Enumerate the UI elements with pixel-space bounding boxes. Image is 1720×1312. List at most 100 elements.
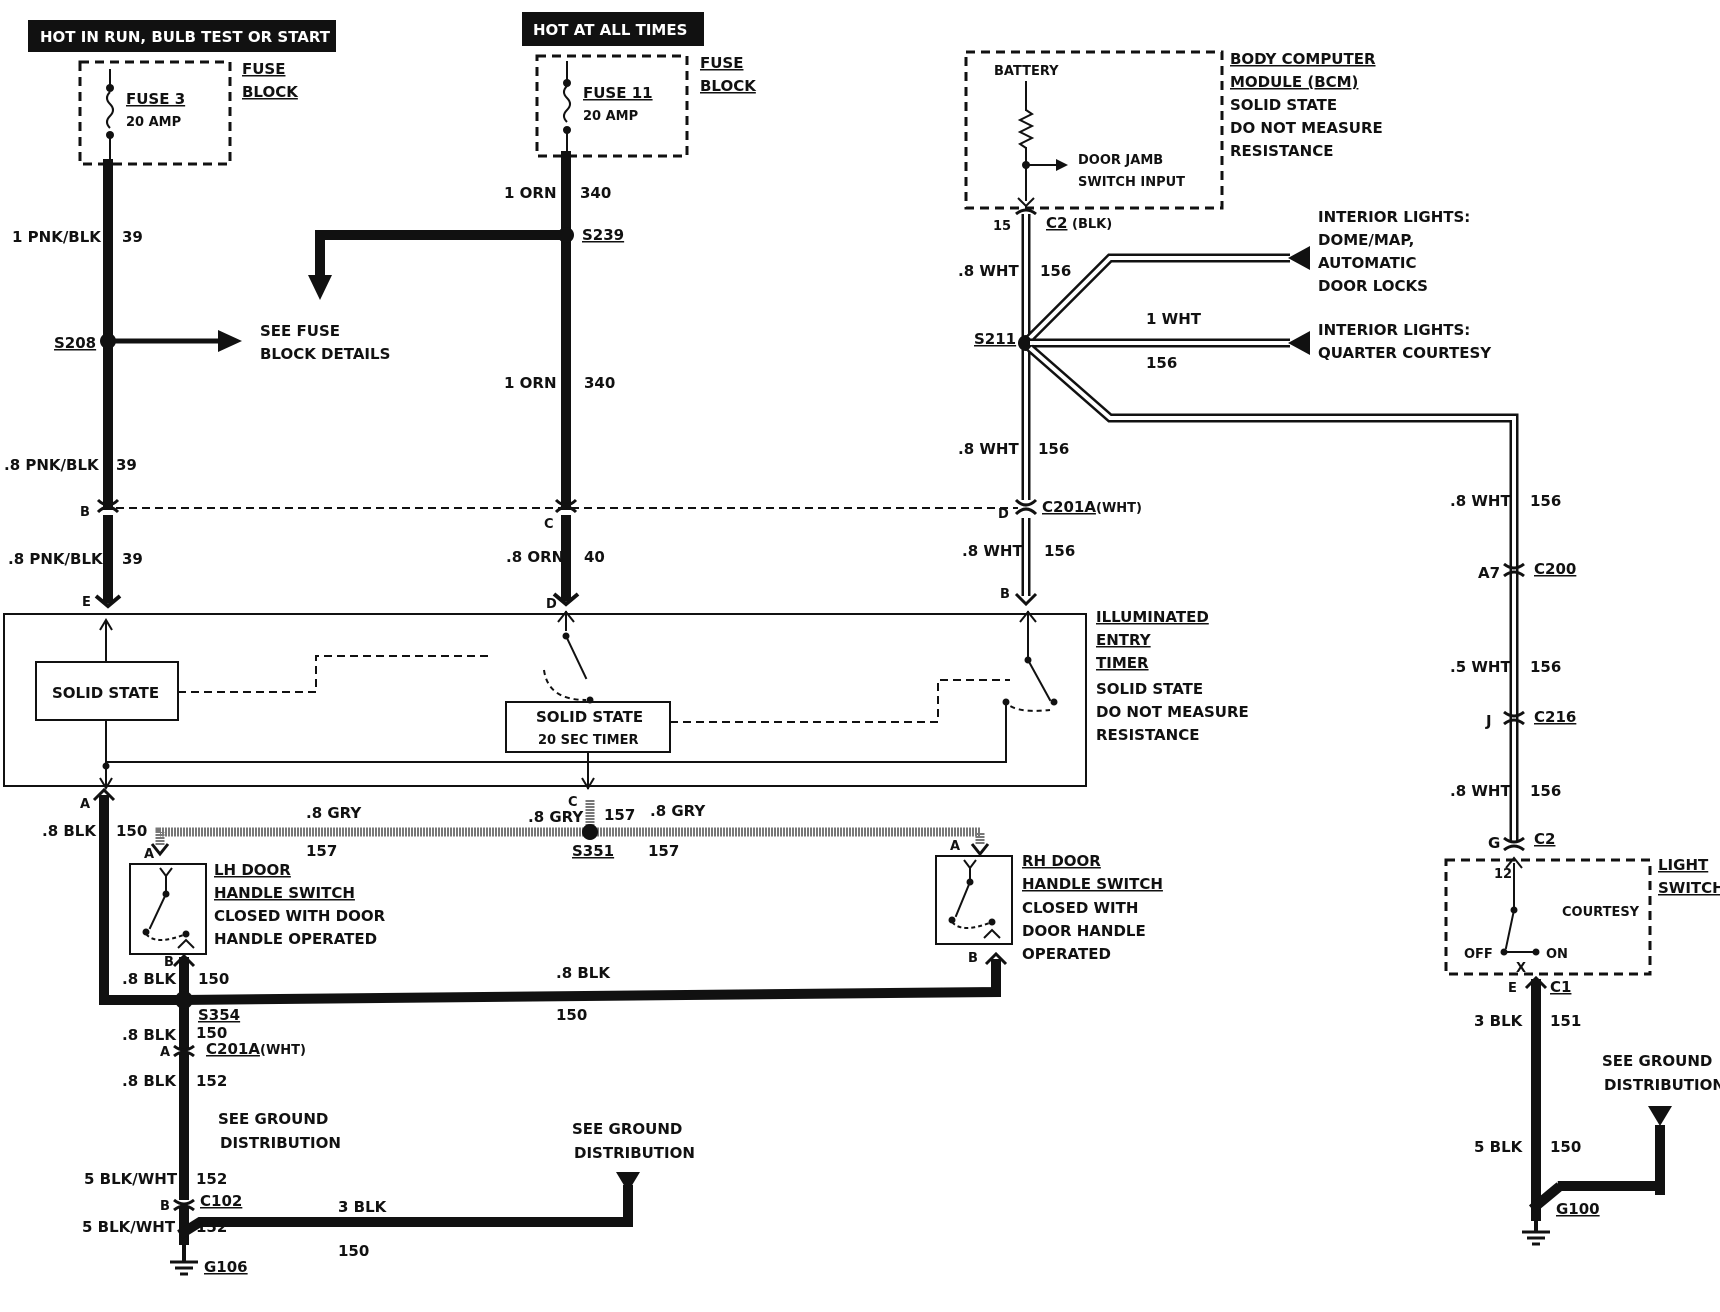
gl-see2: DISTRIBUTION — [220, 1134, 341, 1152]
gry-c-left: 157 — [306, 842, 337, 860]
splice-s208 — [100, 333, 116, 349]
rh-switch-box — [935, 855, 1013, 945]
left-see1: SEE FUSE — [260, 322, 340, 340]
right-w2: .8 WHT — [958, 440, 1019, 458]
timer-pinA: A — [80, 797, 90, 812]
fr-w3: .8 WHT — [1450, 782, 1511, 800]
interior-dome4: DOOR LOCKS — [1318, 277, 1428, 295]
gl-c-f: 152 — [196, 1218, 227, 1236]
rh-l3: CLOSED WITH — [1022, 899, 1138, 917]
bcm-input1: DOOR JAMB — [1078, 153, 1163, 168]
bcm-label5: RESISTANCE — [1230, 142, 1333, 160]
bcm-conn-color: (BLK) — [1072, 217, 1112, 232]
splice-s354 — [175, 991, 193, 1009]
fr-c3: 156 — [1530, 782, 1561, 800]
s208-arrow-icon — [218, 330, 242, 352]
fuse11-amp: 20 AMP — [583, 109, 638, 124]
rh-l2: HANDLE SWITCH — [1022, 875, 1163, 893]
gl-see1: SEE GROUND — [218, 1110, 328, 1128]
right-conn: C201A — [1042, 498, 1096, 516]
interior-circuit: 156 — [1146, 354, 1177, 372]
splice-s351 — [582, 824, 598, 840]
fr-pin12: 12 — [1494, 867, 1512, 882]
qc-arrow-icon — [1288, 331, 1310, 355]
fuse11-name: FUSE 11 — [583, 84, 653, 102]
s239-arrow-icon — [308, 275, 332, 300]
bcm-input-arrow-icon — [1056, 159, 1068, 171]
dome-arrow-icon — [1288, 246, 1310, 270]
header-hot-run-box — [28, 20, 336, 52]
fr-w5: 5 BLK — [1474, 1138, 1524, 1156]
right-pinB: B — [1000, 587, 1010, 602]
ground-right-arrow-icon — [1648, 1106, 1672, 1126]
ground-left-arrow-icon — [616, 1172, 640, 1192]
bcm-resistor-icon — [1017, 109, 1035, 149]
fr-c4: 151 — [1550, 1012, 1581, 1030]
left-see2: BLOCK DETAILS — [260, 345, 390, 363]
fr-conn1: C200 — [1534, 560, 1576, 578]
interior-qc2: QUARTER COURTESY — [1318, 344, 1492, 362]
ss-mid: SOLID STATE — [536, 708, 643, 726]
fr-pinA7: A7 — [1478, 564, 1500, 582]
fuse11-block-label1: FUSE — [700, 54, 743, 72]
gl-c-g: 150 — [338, 1242, 369, 1260]
timer-l5: DO NOT MEASURE — [1096, 703, 1249, 721]
gl-see4: DISTRIBUTION — [574, 1144, 695, 1162]
timer-l2: ENTRY — [1096, 631, 1152, 649]
lh-pinA: A — [144, 847, 154, 862]
fr-conn4: C1 — [1550, 978, 1571, 996]
mid-c1: 340 — [580, 184, 611, 202]
left-w3: .8 PNK/BLK — [8, 550, 104, 568]
gl-pinA: A — [160, 1045, 170, 1060]
bcm-label1: BODY COMPUTER — [1230, 50, 1376, 68]
fuse3-block-label2: BLOCK — [242, 83, 299, 101]
left-w1: 1 PNK/BLK — [12, 228, 102, 246]
rh-pinB: B — [968, 951, 978, 966]
right-w1: .8 WHT — [958, 262, 1019, 280]
gry-w-left: .8 GRY — [306, 804, 362, 822]
interior-dome1: INTERIOR LIGHTS: — [1318, 208, 1470, 226]
gl-pinB: B — [160, 1199, 170, 1214]
fr-off: OFF — [1464, 947, 1493, 962]
fuse3-block-label1: FUSE — [242, 60, 285, 78]
lh-pinB: B — [164, 955, 174, 970]
timer-pinC: C — [568, 795, 578, 810]
gl-c-h: 150 — [556, 1006, 587, 1024]
fuse3-block — [78, 60, 232, 166]
fr-c5: 150 — [1550, 1138, 1581, 1156]
gl-w-e: 5 BLK/WHT — [84, 1170, 178, 1188]
gl-conn-color: (WHT) — [260, 1043, 306, 1058]
right-c1: 156 — [1040, 262, 1071, 280]
timer-l4: SOLID STATE — [1096, 680, 1203, 698]
bcm-conn: C2 — [1046, 214, 1067, 232]
ground-g106-icon — [170, 1240, 198, 1276]
fr-c2: 156 — [1530, 658, 1561, 676]
gl-see3: SEE GROUND — [572, 1120, 682, 1138]
fr-pinJ: J — [1485, 712, 1492, 730]
timer-l3: TIMER — [1096, 654, 1149, 672]
mid-splice: S239 — [582, 226, 624, 244]
fr-ls2: SWITCH — [1658, 879, 1720, 897]
gry-c-mid: 157 — [604, 806, 635, 824]
mid-pinD: D — [546, 597, 557, 612]
fuse3-name: FUSE 3 — [126, 90, 185, 108]
gl-c-d: 152 — [196, 1072, 227, 1090]
fr-see1: SEE GROUND — [1602, 1052, 1712, 1070]
gry-w-mid: .8 GRY — [528, 808, 584, 826]
fr-see2: DISTRIBUTION — [1604, 1076, 1720, 1094]
lh-switch-box — [129, 863, 207, 955]
gry-splice: S351 — [572, 842, 614, 860]
right-w3: .8 WHT — [962, 542, 1023, 560]
lh-l2: HANDLE SWITCH — [214, 884, 355, 902]
fr-conn2: C216 — [1534, 708, 1576, 726]
fr-pinG: G — [1488, 834, 1500, 852]
timer-box — [3, 613, 1087, 787]
gl-conn2: C102 — [200, 1192, 242, 1210]
interior-wire: 1 WHT — [1146, 310, 1202, 328]
gl-c-a: 150 — [116, 822, 147, 840]
gl-w-g: 3 BLK — [338, 1198, 388, 1216]
rh-pinA: A — [950, 839, 960, 854]
header-hot-run: HOT IN RUN, BULB TEST OR START — [40, 28, 331, 46]
fuse3-amp: 20 AMP — [126, 115, 181, 130]
lh-l3: CLOSED WITH DOOR — [214, 907, 386, 925]
